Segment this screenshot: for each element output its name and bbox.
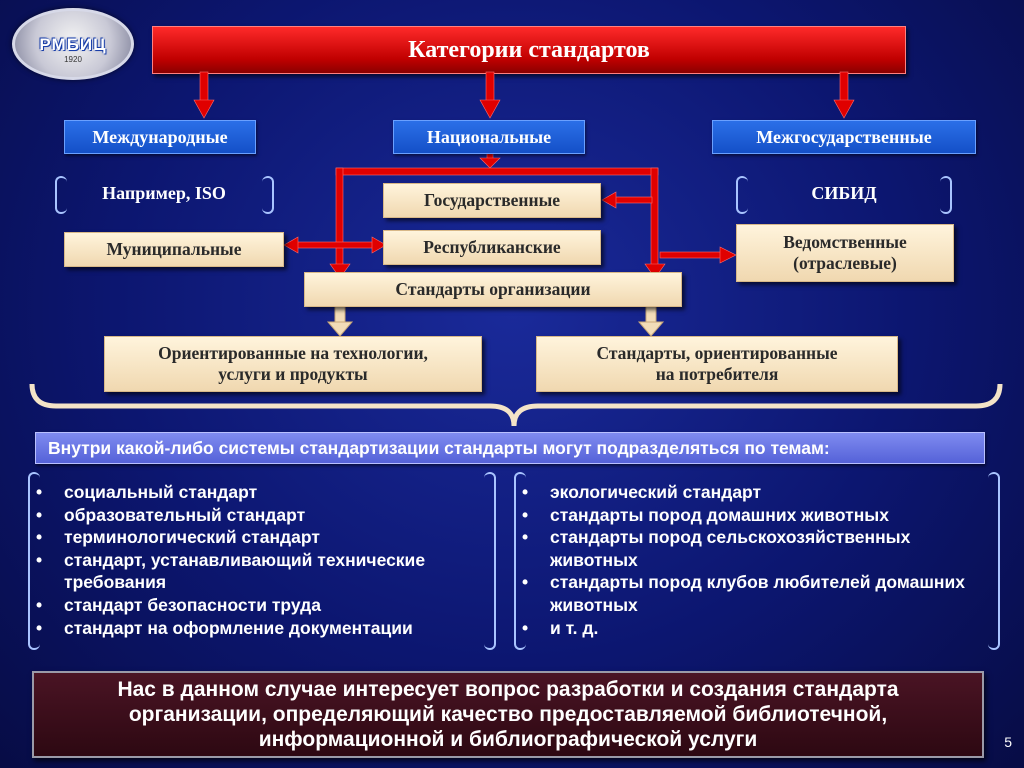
themes-list-left: социальный стандарт образовательный стан… [30,481,486,639]
bracket-right-iso [262,176,274,214]
arrow-municipal-republican [283,236,387,254]
box-tech-oriented: Ориентированные на технологии, услуги и … [104,336,482,392]
box-consumer-oriented: Стандарты, ориентированные на потребител… [536,336,898,392]
page-number: 5 [1004,734,1012,750]
conclusion-box: Нас в данном случае интересует вопрос ра… [32,671,984,758]
arrow-national-down [479,151,501,169]
library-logo: РМБИЦ 1920 [12,8,134,80]
departmental-line2: (отраслевые) [793,253,897,273]
diagram-title: Категории стандартов [152,26,906,74]
list-item: стандарт, устанавливающий технические тр… [30,549,486,594]
bracket-left-iso [55,176,67,214]
list-item: и т. д. [516,617,982,640]
bracket-right-list1 [484,472,496,650]
box-state: Государственные [383,183,601,218]
bracket-left-list2 [514,472,526,650]
category-interstate: Межгосударственные [712,120,976,154]
theme-header: Внутри какой-либо системы стандартизации… [35,432,985,464]
logo-year: 1920 [64,55,82,64]
arrow-title-interstate [833,71,855,119]
arrow-title-national [479,71,501,119]
bracket-left-sibid [736,176,748,214]
box-organization: Стандарты организации [304,272,682,307]
consumer-line1: Стандарты, ориентированные [596,343,838,363]
themes-list-right: экологический стандарт стандарты пород д… [516,481,982,639]
bracket-left-list1 [28,472,40,650]
arrow-to-departmental [659,246,737,264]
list-item: социальный стандарт [30,481,486,504]
list-item: терминологический стандарт [30,526,486,549]
box-departmental: Ведомственные (отраслевые) [736,224,954,282]
consumer-line2: на потребителя [655,364,779,384]
box-republican: Республиканские [383,230,601,265]
list-item: стандарты пород домашних животных [516,504,982,527]
tech-line1: Ориентированные на технологии, [158,343,428,363]
arrow-to-state [601,191,653,209]
arrow-title-international [193,71,215,119]
arrow-org-tech [326,305,354,337]
arrow-right-vertical [644,167,666,279]
arrow-left-vertical [329,167,351,279]
category-national: Национальные [393,120,585,154]
list-item: стандарт безопасности труда [30,594,486,617]
sibid-label: СИБИД [811,182,877,203]
curly-brace [29,383,1003,427]
list-item: стандарт на оформление документации [30,617,486,640]
logo-text: РМБИЦ [39,35,107,54]
bracket-right-sibid [940,176,952,214]
departmental-line1: Ведомственные [783,232,907,252]
list-item: стандарты пород клубов любителей домашни… [516,571,982,616]
example-iso: Например, ISO [102,182,226,203]
tech-line2: услуги и продукты [218,364,368,384]
list-item: образовательный стандарт [30,504,486,527]
list-item: стандарты пород сельскохозяйственных жив… [516,526,982,571]
category-international: Международные [64,120,256,154]
list-item: экологический стандарт [516,481,982,504]
box-municipal: Муниципальные [64,232,284,267]
arrow-org-consumer [637,305,665,337]
bracket-right-list2 [988,472,1000,650]
